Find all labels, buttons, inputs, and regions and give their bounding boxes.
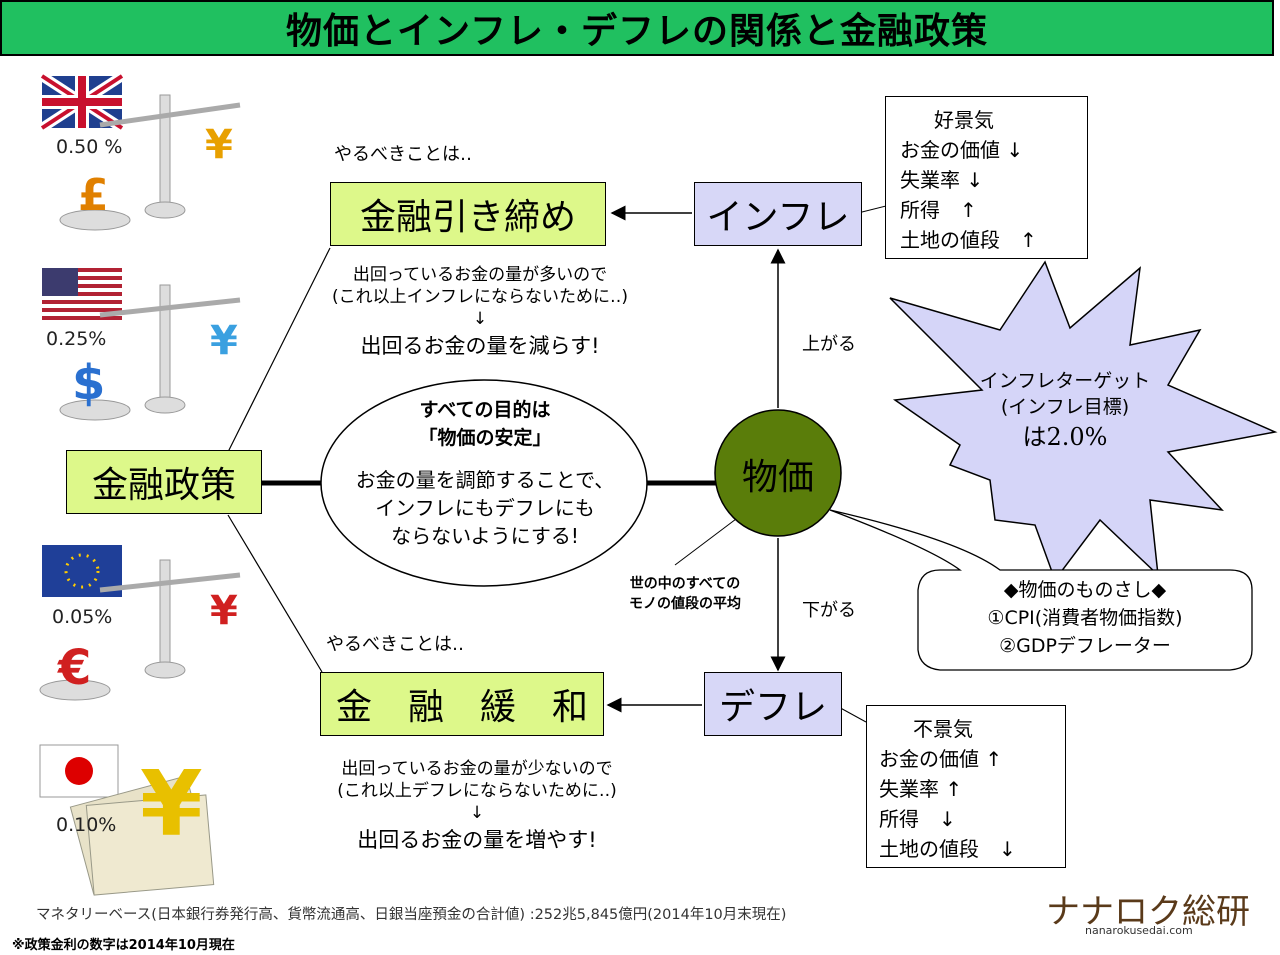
euro-icon: €: [58, 640, 92, 696]
logo-url: nanarokusedai.com: [1085, 924, 1193, 937]
scale-icon: [59, 94, 241, 231]
pound-icon: £: [78, 170, 109, 221]
easing-lead: やるべきことは‥: [326, 634, 465, 655]
measure-callout: [829, 509, 1253, 671]
scale-icon: [39, 559, 241, 701]
page-title: 物価とインフレ・デフレの関係と金融政策: [0, 0, 1274, 56]
measure-line3: ②GDPデフレーター: [999, 635, 1171, 657]
logo: ナナロク総研: [1046, 892, 1250, 932]
us-flag-icon: [42, 268, 122, 320]
easing-reason1: 出回っているお金の量が少ないので: [341, 759, 613, 779]
price-note2: モノの値段の平均: [629, 596, 741, 612]
goal-text: すべての目的は 「物価の安定」 お金の量を調節することで、 インフレにもデフレに…: [330, 396, 640, 550]
deflation-note-0: 不景気: [913, 717, 973, 741]
easing-arrow: ↓: [469, 803, 485, 823]
yen-icon: ¥: [210, 318, 238, 364]
inflation-note-4: 土地の値段 ↑: [900, 228, 1037, 252]
deflation-label: デフレ: [718, 687, 827, 728]
policy-label: 金融政策: [91, 465, 236, 506]
yen-icon: ¥: [210, 588, 238, 634]
goal-line4: インフレにもデフレにも: [375, 496, 595, 520]
yen-icon: ¥: [140, 752, 203, 857]
price-note: 世の中のすべての モノの値段の平均: [600, 574, 770, 614]
price-note1: 世の中のすべての: [629, 576, 741, 592]
easing-action: 出回るお金の量を増やす!: [357, 828, 597, 852]
inflation-target-star: [889, 260, 1278, 582]
deflation-box: デフレ: [704, 672, 842, 736]
footer-note: ※政策金利の数字は2014年10月現在: [12, 938, 235, 953]
tightening-reason1: 出回っているお金の量が多いので: [352, 265, 608, 285]
easing-reason2: (これ以上デフレにならないために‥): [337, 781, 617, 801]
inflation-label: インフレ: [706, 197, 850, 238]
inflation-box: インフレ: [694, 182, 862, 246]
rate-us: 0.25%: [46, 328, 107, 350]
inflation-note-2: 失業率 ↓: [900, 168, 984, 192]
deflation-note-2: 失業率 ↑: [879, 777, 963, 801]
goal-ellipse: [320, 379, 648, 587]
policy-box: 金融政策: [66, 450, 262, 514]
scale-icon: [59, 284, 241, 421]
footer-monetary-base: マネタリーベース(日本銀行券発行高、貨幣流通高、日銀当座預金の合計値) :252…: [36, 907, 787, 923]
easing-explanation: 出回っているお金の量が少ないので (これ以上デフレにならないために‥) ↓ 出回…: [292, 758, 662, 856]
target-line3: は2.0%: [1022, 423, 1108, 451]
tightening-label: 金融引き締め: [359, 197, 576, 238]
up-label: 上がる: [802, 334, 856, 355]
inflation-notes: 好景気 お金の価値 ↓ 失業率 ↓ 所得 ↑ 土地の値段 ↑: [885, 96, 1088, 259]
inflation-note-3: 所得 ↑: [900, 198, 977, 222]
deflation-note-4: 土地の値段 ↓: [879, 837, 1016, 861]
inflation-target-text: インフレターゲット (インフレ目標) は2.0%: [965, 368, 1165, 454]
goal-line3: お金の量を調節することで、: [355, 468, 615, 492]
measure-line2: ①CPI(消費者物価指数): [987, 607, 1183, 629]
japan-flag-icon: [39, 744, 119, 798]
easing-label: 金 融 緩 和: [335, 687, 588, 728]
goal-line2: 「物価の安定」: [418, 427, 552, 449]
tightening-reason2: (これ以上インフレにならないために‥): [331, 287, 629, 307]
price-circle: [714, 409, 842, 537]
tightening-arrow: ↓: [472, 309, 488, 329]
deflation-notes: 不景気 お金の価値 ↑ 失業率 ↑ 所得 ↓ 土地の値段 ↓: [866, 705, 1066, 868]
banknotes-icon: [69, 775, 215, 896]
tightening-lead: やるべきことは‥: [334, 144, 473, 165]
deflation-note-3: 所得 ↓: [879, 807, 956, 831]
rate-jp: 0.10%: [56, 814, 117, 836]
rate-uk: 0.50 %: [56, 136, 123, 158]
target-line2: (インフレ目標): [1000, 396, 1130, 418]
down-label: 下がる: [802, 600, 856, 621]
tightening-box: 金融引き締め: [330, 182, 606, 246]
rate-eu: 0.05%: [52, 606, 113, 628]
goal-line1: すべての目的は: [419, 399, 551, 421]
goal-line5: ならないようにする!: [391, 524, 579, 548]
tightening-explanation: 出回っているお金の量が多いので (これ以上インフレにならないために‥) ↓ 出回…: [300, 264, 660, 362]
yen-icon: ¥: [205, 122, 233, 168]
inflation-note-1: お金の価値 ↓: [900, 138, 1024, 162]
price-label: 物価: [741, 457, 814, 498]
measure-text: ◆物価のものさし◆ ①CPI(消費者物価指数) ②GDPデフレーター: [925, 576, 1245, 660]
uk-flag-icon: [39, 71, 125, 133]
target-line1: インフレターゲット: [979, 370, 1151, 392]
dollar-icon: $: [72, 355, 106, 411]
easing-box: 金 融 緩 和: [320, 672, 604, 736]
deflation-note-1: お金の価値 ↑: [879, 747, 1003, 771]
inflation-note-0: 好景気: [934, 108, 994, 132]
measure-line1: ◆物価のものさし◆: [1003, 579, 1167, 601]
tightening-action: 出回るお金の量を減らす!: [360, 334, 600, 358]
